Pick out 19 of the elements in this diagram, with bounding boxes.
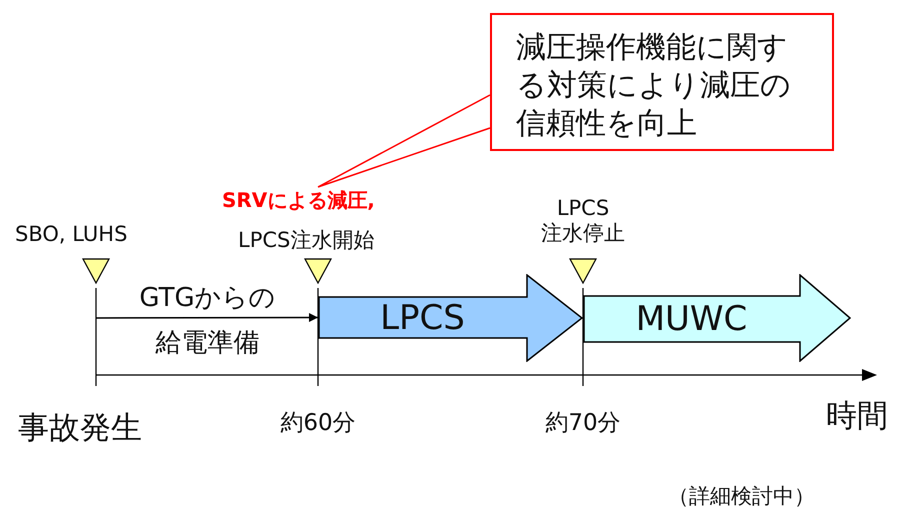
callout-pointer (317, 94, 491, 188)
phase-description: GTGからの (138, 283, 277, 314)
arrow (96, 313, 318, 322)
event-label: SRVによる減圧, (222, 187, 375, 214)
time-label: 約60分 (279, 410, 357, 438)
note: （詳細検討中） (668, 484, 815, 510)
phase-label: MUWC (634, 298, 748, 340)
phase-description: 給電準備 (154, 328, 260, 360)
event-label: LPCS注水開始 (238, 228, 374, 254)
axis-title: 時間 (826, 398, 888, 436)
phase-arrow (318, 274, 583, 362)
time-label: 事故発生 (18, 410, 142, 448)
event-label: SBO, LUHS (15, 222, 128, 248)
phase-label: LPCS (379, 296, 466, 338)
callout-box (490, 13, 834, 151)
time-label: 約70分 (544, 410, 622, 438)
event-label: LPCS 注水停止 (540, 196, 626, 246)
phase-arrow (583, 274, 851, 362)
callout-text: 減圧操作機能に関する対策により減圧の信頼性を向上 (516, 29, 792, 143)
